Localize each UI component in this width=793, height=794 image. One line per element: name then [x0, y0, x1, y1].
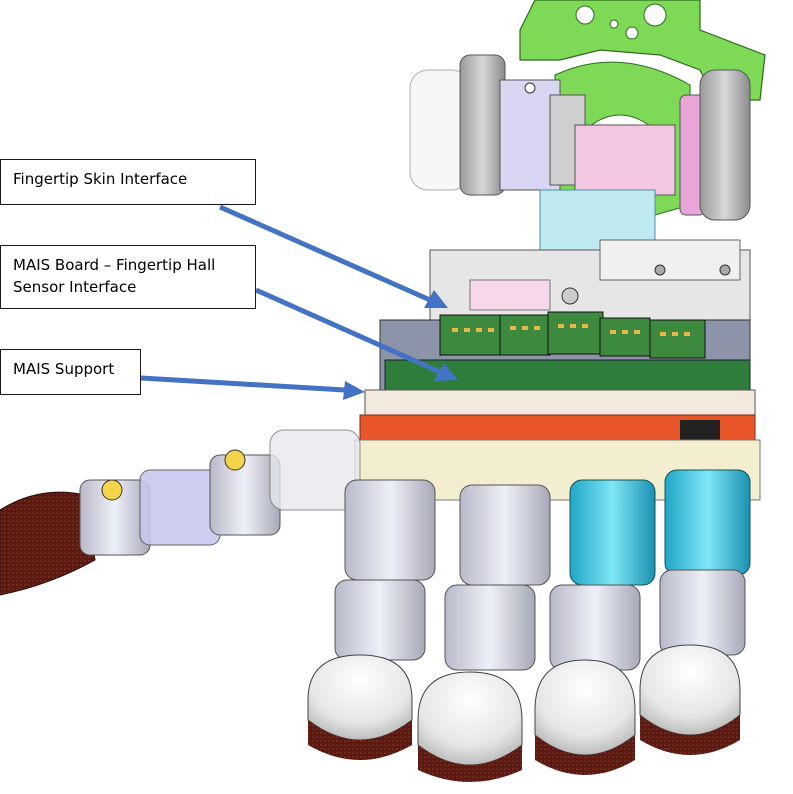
finger-index [307, 479, 436, 760]
label-text: MAIS Support [13, 360, 115, 378]
mais-support [359, 389, 756, 441]
label-mais-support: MAIS Support [0, 349, 141, 395]
arrow-mais-support [140, 375, 365, 400]
skin-interface-block [429, 239, 751, 321]
thumb [0, 429, 361, 596]
arrow-skin-interface [218, 204, 448, 308]
label-text: MAIS Board – Fingertip Hall Sensor Inter… [13, 256, 216, 296]
arrow-mais-board [254, 287, 458, 381]
mais-board-pcb [379, 311, 751, 396]
label-fingertip-skin-interface: Fingertip Skin Interface [0, 159, 256, 205]
wrist-joint [409, 54, 751, 251]
finger-little [639, 469, 751, 755]
label-mais-board: MAIS Board – Fingertip Hall Sensor Inter… [0, 245, 256, 309]
finger-middle [417, 484, 551, 782]
finger-ring [534, 479, 656, 775]
label-text: Fingertip Skin Interface [13, 170, 188, 188]
